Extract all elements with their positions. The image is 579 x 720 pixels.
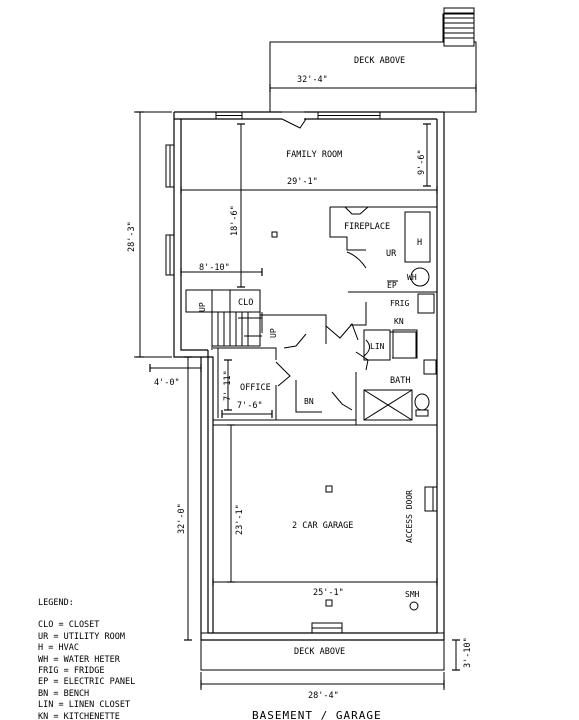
label-kitchenette: KN: [394, 317, 404, 326]
dim-office-width: 7'-6": [237, 401, 263, 411]
legend-item: CLO = CLOSET: [38, 620, 100, 631]
label-hvac: H: [417, 238, 422, 248]
label-stair-up-2: UP: [269, 328, 278, 338]
legend-item: WH = WATER HETER: [38, 654, 120, 665]
label-family-room: FAMILY ROOM: [286, 150, 342, 160]
legend-heading: LEGEND:: [38, 598, 74, 608]
label-electric-panel: EP: [387, 281, 397, 290]
exterior-dimensions: [134, 84, 477, 690]
drawing-title: BASEMENT / GARAGE: [252, 709, 382, 720]
stair-closet-block: [185, 289, 327, 350]
label-access-door: ACCESS DOOR: [405, 490, 414, 543]
dim-garage-depth: 23'-1": [235, 504, 245, 535]
legend: LEGEND: CLO = CLOSET UR = UTILITY ROOM H…: [38, 598, 135, 720]
legend-item: EP = ELECTRIC PANEL: [38, 677, 136, 688]
label-garage: 2 CAR GARAGE: [292, 521, 353, 531]
dim-family-room-width: 29'-1": [287, 177, 318, 187]
garage-block: [212, 231, 438, 611]
label-fridge: FRIG: [390, 299, 409, 308]
label-stair-up-1: UP: [198, 302, 207, 312]
windows: [165, 111, 381, 634]
dim-overall-width: 28'-4": [308, 691, 339, 701]
dim-family-room-depth: 9'-6": [417, 149, 427, 175]
dim-upper-total-depth: 28'-3": [127, 221, 137, 252]
dim-stair-width: 8'-10": [199, 263, 230, 273]
label-office: OFFICE: [240, 383, 271, 393]
label-closet: CLO: [238, 298, 253, 308]
label-bath: BATH: [390, 376, 410, 386]
dim-lower-total-depth: 32'-0": [177, 503, 187, 534]
legend-item: LIN = LINEN CLOSET: [38, 700, 131, 711]
label-deck-above-top: DECK ABOVE: [354, 56, 405, 66]
legend-item: KN = KITCHENETTE: [38, 711, 120, 720]
label-smh: SMH: [405, 590, 420, 599]
legend-item: UR = UTILITY ROOM: [38, 631, 125, 642]
label-water-heater: WH: [407, 273, 417, 282]
entry-door: [281, 118, 307, 129]
label-deck-above-bottom: DECK ABOVE: [294, 647, 345, 657]
dim-office-depth: 7'-11": [223, 370, 233, 401]
fireplace-utility-block: [329, 206, 437, 326]
dim-bottom-deck-depth: 3'-10": [463, 637, 473, 668]
legend-item: BN = BENCH: [38, 688, 90, 699]
dim-garage-width: 25'-1": [313, 588, 344, 598]
legend-item: H = HVAC: [38, 643, 79, 654]
dim-deck-width: 32'-4": [297, 75, 328, 85]
label-fireplace: FIREPLACE: [344, 222, 390, 232]
dim-offset: 4'-0": [154, 378, 180, 388]
legend-item: FRIG = FRIDGE: [38, 666, 105, 677]
label-linen-closet: LIN: [370, 342, 385, 351]
dim-upper-depth: 18'-6": [230, 205, 240, 236]
label-utility-room: UR: [386, 249, 397, 259]
label-bench: BN: [304, 397, 314, 406]
bottom-deck: [200, 632, 445, 671]
